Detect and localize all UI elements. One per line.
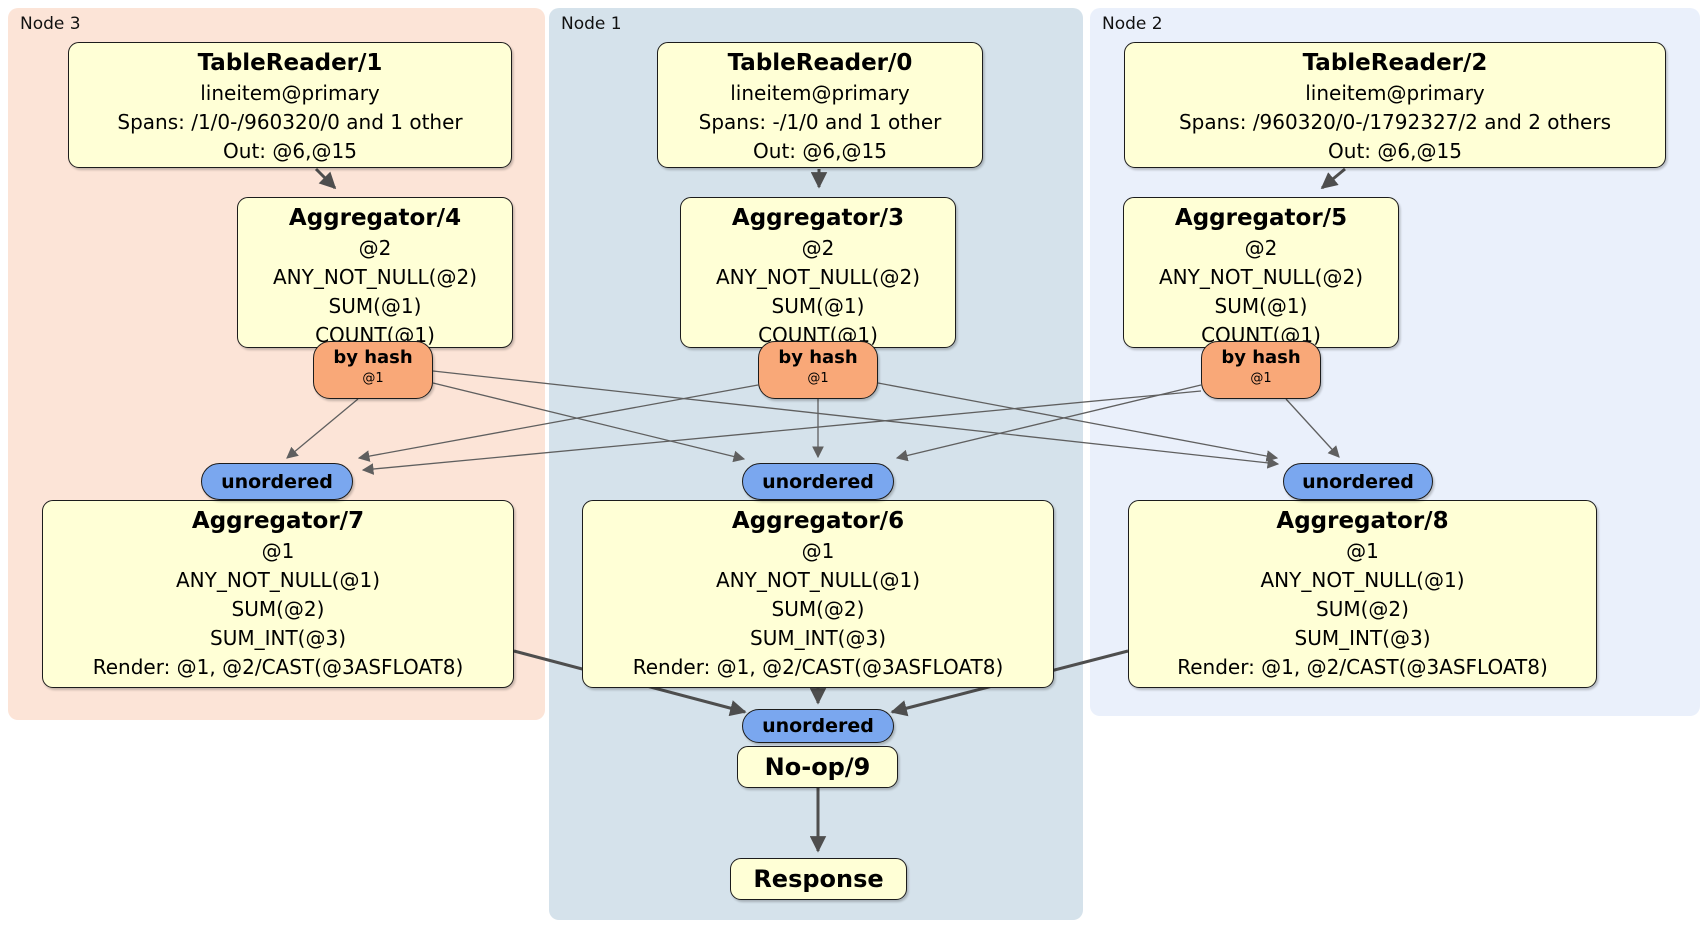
processor-aggregator-8: Aggregator/8 @1 ANY_NOT_NULL(@1) SUM(@2)… <box>1128 500 1597 688</box>
processor-detail: Out: @6,@15 <box>223 139 357 163</box>
processor-title: TableReader/0 <box>727 50 913 76</box>
processor-detail: @2 <box>358 236 392 260</box>
processor-detail: SUM_INT(@3) <box>750 626 886 650</box>
processor-aggregator-6: Aggregator/6 @1 ANY_NOT_NULL(@1) SUM(@2)… <box>582 500 1054 688</box>
processor-detail: SUM_INT(@3) <box>1294 626 1431 650</box>
response-node: Response <box>730 858 907 900</box>
edge-tr1-agg4 <box>314 167 337 190</box>
processor-detail: SUM(@1) <box>771 294 865 318</box>
processor-detail: @2 <box>1244 236 1278 260</box>
node1-label: Node 1 <box>561 14 622 34</box>
processor-detail: SUM_INT(@3) <box>210 626 346 650</box>
processor-title: Aggregator/6 <box>731 508 905 534</box>
stream-label: unordered <box>221 470 333 493</box>
processor-detail: SUM(@1) <box>1214 294 1308 318</box>
processor-title: Aggregator/3 <box>731 205 905 231</box>
processor-detail: ANY_NOT_NULL(@1) <box>176 568 380 592</box>
processor-detail: lineitem@primary <box>730 81 910 105</box>
processor-aggregator-5: Aggregator/5 @2 ANY_NOT_NULL(@2) SUM(@1)… <box>1123 197 1399 348</box>
processor-aggregator-4: Aggregator/4 @2 ANY_NOT_NULL(@2) SUM(@1)… <box>237 197 513 348</box>
router-by-hash-5: by hash @1 <box>1201 341 1321 399</box>
processor-detail: Render: @1, @2/CAST(@3ASFLOAT8) <box>1177 655 1548 679</box>
router-label: by hash <box>333 347 413 368</box>
edge-hash3-un8 <box>877 382 1279 462</box>
stream-unordered-6: unordered <box>742 463 894 500</box>
edge-hash5-un7 <box>361 390 1202 475</box>
processor-detail: Spans: -/1/0 and 1 other <box>698 110 942 134</box>
processor-detail: Render: @1, @2/CAST(@3ASFLOAT8) <box>92 655 464 679</box>
processor-detail: ANY_NOT_NULL(@2) <box>1159 265 1363 289</box>
processor-title: Aggregator/7 <box>191 508 365 534</box>
processor-detail: @1 <box>1346 539 1379 563</box>
processor-tablereader-2: TableReader/2 lineitem@primary Spans: /9… <box>1124 42 1666 168</box>
processor-detail: ANY_NOT_NULL(@2) <box>716 265 920 289</box>
edge-hash4-un6 <box>432 382 746 463</box>
processor-detail: @2 <box>801 236 835 260</box>
processor-noop-9: No-op/9 <box>737 746 898 788</box>
processor-detail: ANY_NOT_NULL(@1) <box>1260 568 1465 592</box>
stream-unordered-9: unordered <box>742 709 894 743</box>
processor-title: TableReader/1 <box>197 50 383 76</box>
processor-detail: @1 <box>801 539 835 563</box>
router-hash-key: @1 <box>807 371 829 386</box>
router-hash-key: @1 <box>362 371 384 386</box>
processor-detail: Spans: /1/0-/960320/0 and 1 other <box>117 110 463 134</box>
processor-aggregator-3: Aggregator/3 @2 ANY_NOT_NULL(@2) SUM(@1)… <box>680 197 956 348</box>
edge-hash5-un6 <box>895 384 1202 462</box>
processor-detail: Render: @1, @2/CAST(@3ASFLOAT8) <box>632 655 1004 679</box>
processor-detail: Out: @6,@15 <box>1328 139 1462 163</box>
router-hash-key: @1 <box>1250 371 1272 386</box>
processor-detail: lineitem@primary <box>1305 81 1485 105</box>
router-by-hash-4: by hash @1 <box>313 341 433 399</box>
edge-hash4-un8 <box>432 370 1280 469</box>
router-label: by hash <box>1221 347 1301 368</box>
edge-hash3-un7 <box>357 384 759 462</box>
processor-aggregator-7: Aggregator/7 @1 ANY_NOT_NULL(@1) SUM(@2)… <box>42 500 514 688</box>
edge-tr2-agg5 <box>1320 167 1346 190</box>
stream-label: unordered <box>762 715 874 737</box>
edge-hash4-un7 <box>286 398 359 459</box>
processor-detail: Out: @6,@15 <box>753 139 887 163</box>
processor-detail: ANY_NOT_NULL(@2) <box>273 265 477 289</box>
edge-hash5-un8 <box>1285 398 1340 458</box>
processor-detail: SUM(@1) <box>328 294 422 318</box>
processor-title: No-op/9 <box>764 753 871 781</box>
processor-title: Aggregator/5 <box>1174 205 1348 231</box>
node3-label: Node 3 <box>20 14 81 34</box>
processor-title: Aggregator/8 <box>1276 508 1449 534</box>
stream-label: unordered <box>1302 470 1414 493</box>
processor-detail: SUM(@2) <box>1316 597 1409 621</box>
stream-unordered-8: unordered <box>1283 463 1433 500</box>
processor-title: TableReader/2 <box>1302 50 1488 76</box>
processor-detail: @1 <box>261 539 295 563</box>
stream-label: unordered <box>762 470 874 493</box>
processor-title: Response <box>753 865 884 893</box>
processor-detail: SUM(@2) <box>771 597 865 621</box>
processor-title: Aggregator/4 <box>288 205 462 231</box>
processor-detail: lineitem@primary <box>200 81 380 105</box>
processor-detail: ANY_NOT_NULL(@1) <box>716 568 920 592</box>
stream-unordered-7: unordered <box>201 463 353 500</box>
router-label: by hash <box>778 347 858 368</box>
node2-label: Node 2 <box>1102 14 1163 34</box>
processor-detail: SUM(@2) <box>231 597 325 621</box>
processor-tablereader-1: TableReader/1 lineitem@primary Spans: /1… <box>68 42 512 168</box>
processor-tablereader-0: TableReader/0 lineitem@primary Spans: -/… <box>657 42 983 168</box>
processor-detail: Spans: /960320/0-/1792327/2 and 2 others <box>1178 110 1611 134</box>
router-by-hash-3: by hash @1 <box>758 341 878 399</box>
